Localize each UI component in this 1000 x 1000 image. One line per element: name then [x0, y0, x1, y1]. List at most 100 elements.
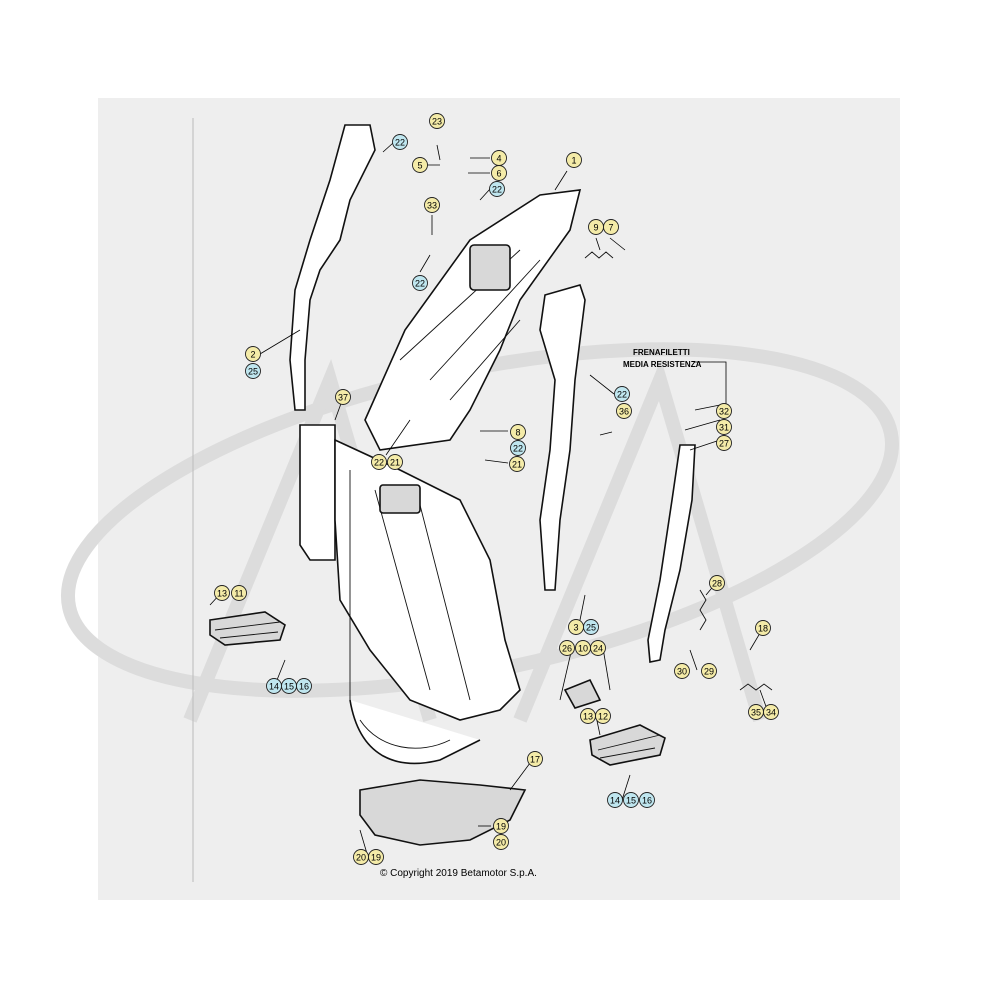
- callout-bubble: [412, 157, 428, 173]
- callout-bubble: [559, 640, 575, 656]
- callout-label: 21: [512, 460, 522, 470]
- callout-bubble: [335, 389, 351, 405]
- callout-21: 21: [509, 456, 525, 472]
- callout-28: 28: [709, 575, 725, 591]
- callout-label: 10: [578, 644, 588, 654]
- callout-label: 15: [626, 796, 636, 806]
- callout-label: 11: [234, 589, 243, 599]
- callout-label: 25: [586, 623, 596, 633]
- callout-bubble: [603, 219, 619, 235]
- callout-label: 12: [598, 712, 608, 722]
- callout-bubble: [424, 197, 440, 213]
- callout-label: 16: [299, 682, 309, 692]
- callout-label: 23: [432, 117, 442, 127]
- callout-20: 20: [493, 834, 509, 850]
- callout-24: 24: [590, 640, 606, 656]
- callout-bubble: [607, 792, 623, 808]
- callout-bubble: [296, 678, 312, 694]
- callout-label: 22: [395, 138, 405, 148]
- callout-bubble: [489, 181, 505, 197]
- callout-15: 15: [623, 792, 639, 808]
- callout-label: 17: [530, 755, 540, 765]
- callout-bubble: [763, 704, 779, 720]
- callout-19: 19: [493, 818, 509, 834]
- callout-label: 22: [374, 458, 384, 468]
- callout-bubble: [392, 134, 408, 150]
- left-side-panel: [289, 124, 376, 411]
- callout-6: 6: [491, 165, 507, 181]
- callout-bubble: [387, 454, 403, 470]
- callout-bubble: [429, 113, 445, 129]
- callout-22: 22: [489, 181, 505, 197]
- callout-32: 32: [716, 403, 732, 419]
- callout-bubble: [701, 663, 717, 679]
- callout-27: 27: [716, 435, 732, 451]
- callout-label: 25: [248, 367, 258, 377]
- callout-1: 1: [566, 152, 582, 168]
- callout-label: 33: [427, 201, 437, 211]
- callout-12: 12: [595, 708, 611, 724]
- callout-37: 37: [335, 389, 351, 405]
- callout-label: 18: [758, 624, 768, 634]
- callout-bubble: [590, 640, 606, 656]
- callout-label: 28: [712, 579, 722, 589]
- callout-bubble: [527, 751, 543, 767]
- right-side-panel: [539, 284, 586, 591]
- note-line-1: FRENAFILETTI: [633, 348, 690, 357]
- callout-14: 14: [266, 678, 282, 694]
- callout-11: 11: [231, 585, 247, 601]
- small-spring: [584, 251, 614, 259]
- callout-8: 8: [510, 424, 526, 440]
- callout-bubble: [716, 403, 732, 419]
- callout-label: 22: [617, 390, 627, 400]
- callout-20: 20: [353, 849, 369, 865]
- callout-3: 3: [568, 619, 584, 635]
- callout-label: 14: [269, 682, 279, 692]
- callout-label: 20: [356, 853, 366, 863]
- callout-bubble: [616, 403, 632, 419]
- chain-guide: [563, 678, 602, 709]
- left-footpeg: [209, 611, 286, 646]
- callout-label: 30: [677, 667, 687, 677]
- callout-bubble: [566, 152, 582, 168]
- callout-label: 9: [593, 223, 598, 233]
- callout-label: 27: [719, 439, 729, 449]
- callout-label: 24: [593, 644, 603, 654]
- callout-17: 17: [527, 751, 543, 767]
- callout-label: 22: [513, 444, 523, 454]
- callout-label: 1: [571, 156, 576, 166]
- callout-22: 22: [412, 275, 428, 291]
- callout-bubble: [639, 792, 655, 808]
- callout-label: 20: [496, 838, 506, 848]
- callout-label: 34: [766, 708, 776, 718]
- side-stand: [647, 444, 696, 663]
- callout-19: 19: [368, 849, 384, 865]
- callout-label: 26: [562, 644, 572, 654]
- callout-23: 23: [429, 113, 445, 129]
- callout-bubble: [245, 346, 261, 362]
- callout-7: 7: [603, 219, 619, 235]
- callout-bubble: [368, 849, 384, 865]
- callout-label: 31: [719, 423, 729, 433]
- callout-36: 36: [616, 403, 632, 419]
- callout-31: 31: [716, 419, 732, 435]
- callout-bubble: [716, 435, 732, 451]
- callout-22: 22: [510, 440, 526, 456]
- callout-bubble: [595, 708, 611, 724]
- callout-label: 5: [417, 161, 422, 171]
- callout-label: 19: [371, 853, 381, 863]
- stand-spring-2: [739, 683, 773, 691]
- callout-bubble: [509, 456, 525, 472]
- callout-bubble: [614, 386, 630, 402]
- callout-bubble: [755, 620, 771, 636]
- note-line-2: MEDIA RESISTENZA: [623, 360, 702, 369]
- callout-bubble: [493, 834, 509, 850]
- callout-33: 33: [424, 197, 440, 213]
- callout-bubble: [231, 585, 247, 601]
- callout-label: 8: [515, 428, 520, 438]
- callout-label: 37: [338, 393, 348, 403]
- callout-bubble: [583, 619, 599, 635]
- callout-label: 3: [573, 623, 578, 633]
